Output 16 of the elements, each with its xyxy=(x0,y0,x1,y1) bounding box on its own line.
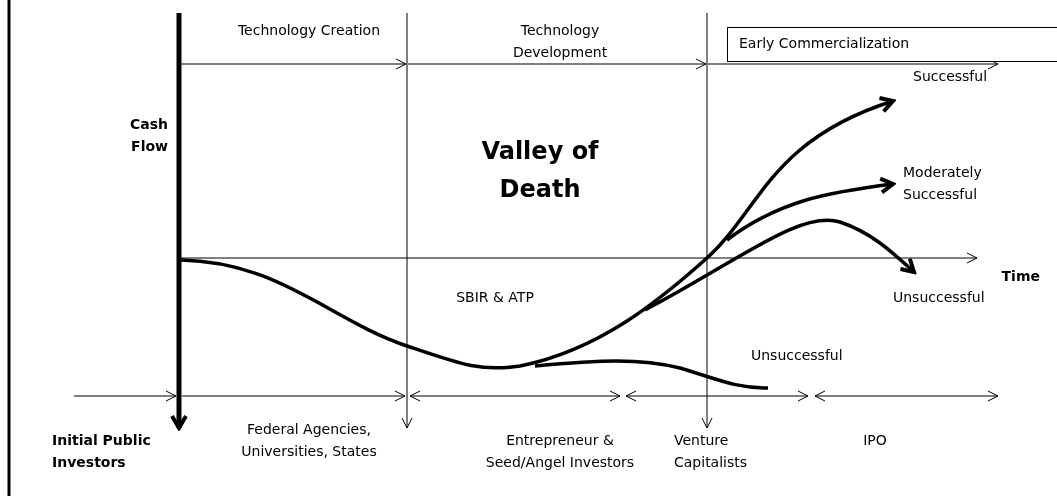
outcome-label: Unsuccessful xyxy=(751,346,844,365)
funding-label: SBIR & ATP xyxy=(455,288,535,307)
outcome-label: Successful xyxy=(913,67,989,86)
funding-source-label: Entrepreneur & Seed/Angel Investors xyxy=(484,431,636,472)
outcome-label: Unsuccessful xyxy=(893,288,986,307)
funding-source-label: Initial Public Investors xyxy=(52,431,152,472)
phase-label: Technology Creation xyxy=(236,21,382,40)
chart-title: Valley of Death xyxy=(480,136,600,205)
funding-source-label: Venture Capitalists xyxy=(674,431,749,472)
axis-title: Cash Flow xyxy=(128,115,168,156)
phase-box: Early Commercialization xyxy=(727,27,1057,62)
funding-source-label: IPO xyxy=(862,431,888,450)
outcome-label: Moderately Successful xyxy=(903,163,983,204)
axis-title: Time xyxy=(1000,267,1040,286)
phase-label: Technology Development xyxy=(511,21,609,62)
funding-source-label: Federal Agencies, Universities, States xyxy=(240,420,378,461)
